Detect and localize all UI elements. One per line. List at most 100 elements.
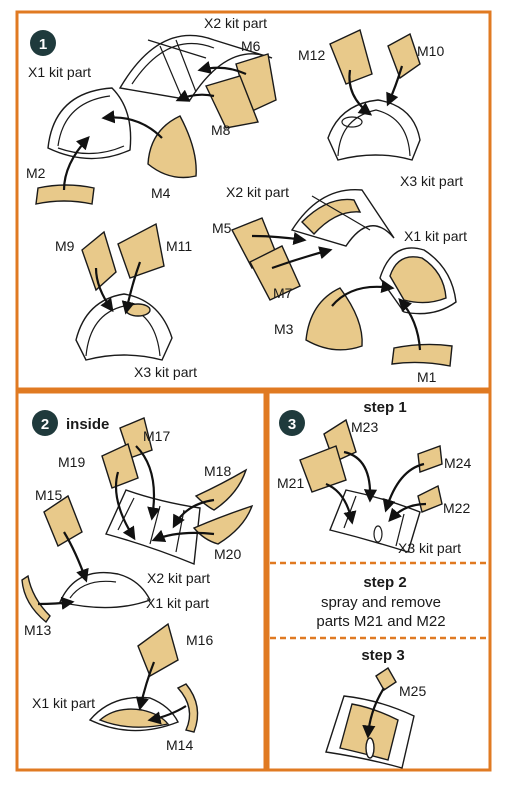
- part-m13: [21, 574, 51, 624]
- arrow-m6: [197, 61, 247, 76]
- arrow-m18: [172, 498, 215, 529]
- section-1-number: 1: [39, 36, 47, 53]
- section-2-title: inside: [66, 416, 109, 433]
- label-m10: M10: [417, 43, 444, 59]
- arrow-m16: [135, 661, 156, 711]
- step-2-line-1: spray and remove: [321, 594, 441, 611]
- section-1: 1: [26, 15, 467, 385]
- section-2-frame: [15, 390, 267, 772]
- label-m19: M19: [58, 454, 85, 470]
- arrow-m21: [325, 482, 357, 525]
- part-m24: [417, 445, 443, 473]
- x2-kit-part-inside: [105, 489, 201, 566]
- arrow-m4: [101, 110, 163, 139]
- section-2-number: 2: [41, 416, 49, 433]
- arrow-m19: [114, 471, 136, 541]
- label-m6: M6: [241, 38, 261, 54]
- label-m16: M16: [186, 632, 213, 648]
- part-m19: [101, 443, 139, 489]
- section-3-badge: [279, 410, 305, 436]
- part-m9: [81, 230, 117, 292]
- label-m11: M11: [166, 238, 192, 254]
- part-m8: [205, 75, 259, 129]
- label-x1-b: X1 kit part: [32, 695, 95, 711]
- label-x3: X3 kit part: [398, 540, 461, 556]
- x1-kit-part-top: [47, 87, 132, 160]
- section-1-badge: [30, 30, 56, 56]
- arrow-m11: [121, 261, 142, 315]
- part-m3: [305, 287, 363, 351]
- label-x3-top: X3 kit part: [400, 173, 463, 189]
- label-x1-top: X1 kit part: [28, 64, 91, 80]
- section-1-frame: [15, 10, 492, 391]
- label-m2: M2: [26, 165, 46, 181]
- x3-kit-part-step3: [325, 695, 415, 769]
- arrow-m2: [62, 136, 90, 191]
- label-m22: M22: [443, 500, 470, 516]
- label-m5: M5: [212, 220, 232, 236]
- arrow-m5: [251, 231, 307, 246]
- arrow-m24: [382, 462, 425, 513]
- part-m4: [147, 115, 197, 179]
- label-m15: M15: [35, 487, 62, 503]
- arrow-m15: [63, 531, 89, 583]
- arrow-m22: [388, 502, 427, 522]
- arrow-m17: [135, 445, 161, 521]
- arrow-m14: [147, 705, 187, 725]
- section-3-number: 3: [288, 416, 296, 433]
- label-m7: M7: [273, 285, 293, 301]
- label-m12: M12: [298, 47, 325, 63]
- label-m25: M25: [399, 683, 426, 699]
- part-m25: [375, 667, 397, 691]
- x2-kit-part-mid: [290, 188, 395, 247]
- label-m21: M21: [277, 475, 304, 491]
- label-x1-a: X1 kit part: [146, 595, 209, 611]
- part-m10: [387, 32, 421, 80]
- label-m17: M17: [143, 428, 170, 444]
- part-m2: [35, 184, 95, 205]
- step-1-heading: step 1: [363, 399, 406, 416]
- arrow-m12: [348, 69, 373, 116]
- x3-kit-part-bottom: [75, 293, 173, 361]
- label-m20: M20: [214, 546, 241, 562]
- step-3-heading: step 3: [361, 647, 404, 664]
- arrow-m10: [386, 65, 404, 107]
- section-2-badge: [32, 410, 58, 436]
- arrow-m9: [94, 267, 114, 313]
- label-x2: X2 kit part: [147, 570, 210, 586]
- arrow-m20: [151, 529, 215, 543]
- arrow-m23: [343, 450, 378, 503]
- label-x3-bottom: X3 kit part: [134, 364, 197, 380]
- x2-kit-part-top: [118, 34, 273, 101]
- section-2: 2 inside M17: [21, 410, 254, 753]
- label-m18: M18: [204, 463, 231, 479]
- label-m14: M14: [166, 737, 193, 753]
- part-m15: [43, 494, 83, 548]
- part-m22: [417, 484, 443, 513]
- label-m13: M13: [24, 622, 51, 638]
- x1-kit-part-inside-b: [88, 696, 179, 732]
- part-m11: [117, 222, 165, 279]
- part-m12: [329, 29, 373, 85]
- label-m8: M8: [211, 122, 231, 138]
- part-m16: [137, 622, 179, 678]
- label-x2-top: X2 kit part: [204, 15, 267, 31]
- arrow-m3: [331, 279, 395, 307]
- step-2-heading: step 2: [363, 574, 406, 591]
- label-m4: M4: [151, 185, 171, 201]
- part-m7: [249, 245, 301, 301]
- label-x1-mid: X1 kit part: [404, 228, 467, 244]
- label-m9: M9: [55, 238, 75, 254]
- arrow-m13: [37, 596, 75, 610]
- x3-kit-part-top: [327, 99, 421, 161]
- arrow-m25: [362, 687, 385, 739]
- part-m21: [299, 445, 347, 493]
- part-m1: [391, 343, 453, 367]
- label-m24: M24: [444, 455, 471, 471]
- step-2-line-2: parts M21 and M22: [316, 613, 445, 630]
- part-m14: [176, 683, 199, 733]
- label-x2-mid: X2 kit part: [226, 184, 289, 200]
- x1-kit-part-mid: [379, 247, 457, 315]
- part-m20: [192, 504, 254, 545]
